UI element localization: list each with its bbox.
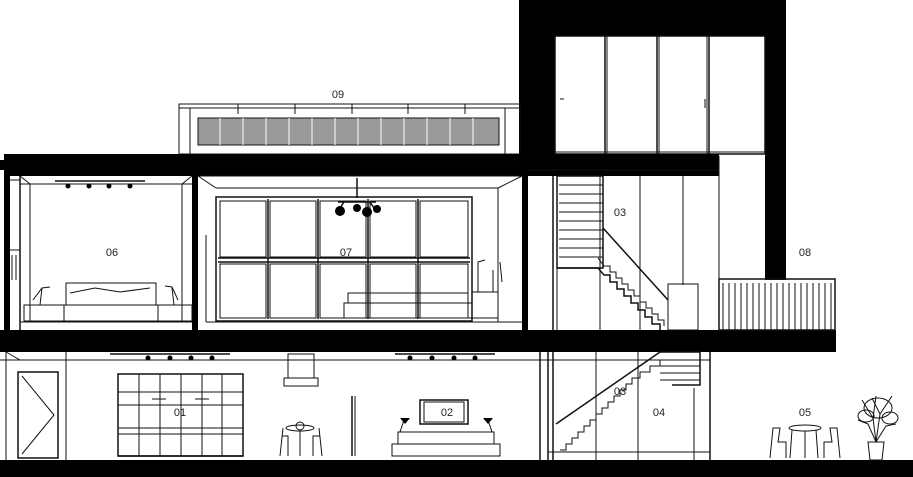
patio-05 (769, 395, 899, 461)
terrace-08 (718, 278, 836, 331)
room-label-06: 06 (106, 247, 118, 259)
upper-floor-walls (4, 160, 528, 330)
room-label-04: 04 (653, 407, 665, 419)
room-06-bedroom (19, 175, 193, 323)
ground-floor (0, 351, 711, 460)
roof-pavilion (178, 103, 521, 155)
room-label-05: 05 (799, 407, 811, 419)
room-label-01: 01 (174, 407, 186, 419)
first-floor-slab (0, 330, 836, 348)
room-label-08: 08 (799, 247, 811, 259)
room-label-02: 02 (441, 407, 453, 419)
room-label-07: 07 (340, 247, 352, 259)
room-07-living (197, 175, 523, 323)
louvre-screen (197, 117, 500, 146)
stair-core (528, 156, 720, 331)
roof-slab (4, 154, 719, 176)
tower-volume (519, 0, 786, 280)
room-label-09: 09 (332, 89, 344, 101)
lower-stair (555, 351, 701, 451)
room-label-03-upper: 03 (614, 207, 626, 219)
ground-slab (0, 460, 913, 477)
room-label-03-lower: 03 (614, 386, 626, 398)
